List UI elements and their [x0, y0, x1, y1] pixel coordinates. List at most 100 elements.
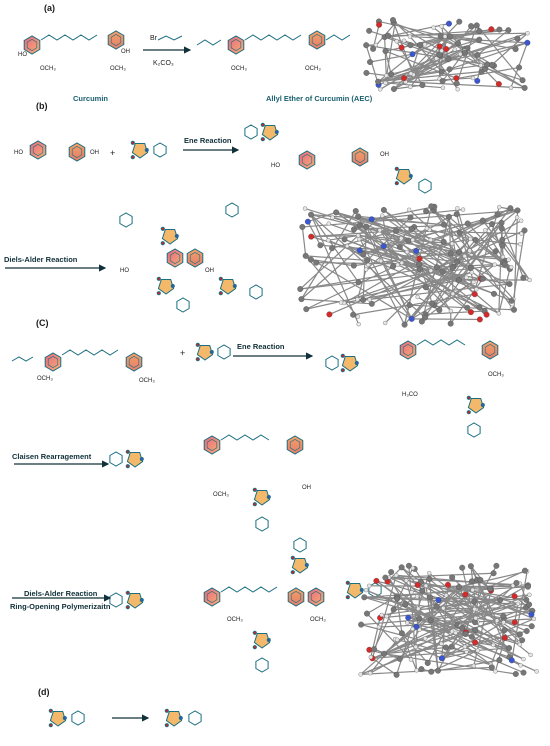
aec-allyl-right: [325, 34, 351, 41]
claisen-ring-1: [203, 435, 221, 455]
c-chain: [61, 349, 119, 356]
och3-label-a1: OCH₃: [40, 66, 56, 72]
phenyl-c9: [255, 657, 269, 673]
diels-alder-label-c: Diels-Alder Reaction: [24, 589, 98, 598]
diels-alder-label-b: Diels-Alder Reaction: [4, 255, 78, 264]
maleimide-c8: [346, 583, 364, 599]
allyl-bromide-chain: [157, 35, 183, 41]
plus-sign-c: +: [180, 348, 186, 358]
oh-label-a2: OH: [121, 49, 130, 55]
maleimide-b5: [157, 279, 175, 295]
rop-label: Ring-Opening Polymerizaitn: [10, 602, 111, 611]
maleimide-c4: [126, 452, 144, 468]
phenyl-c5: [255, 516, 269, 532]
c-product-chain: [416, 339, 466, 346]
panel-label-b: (b): [36, 101, 48, 111]
phenyl-d2: [188, 710, 202, 726]
poly-ring-3: [307, 587, 325, 607]
da-ring-b1: [166, 248, 184, 268]
curcumin-caption: Curcumin: [73, 94, 109, 103]
phenyl-c4: [109, 451, 123, 467]
oh-label-b2: OH: [380, 152, 389, 158]
och3-label-c1: OCH₃: [37, 376, 53, 382]
panel-label-c: (C): [36, 318, 49, 328]
maleimide-b2: [261, 125, 279, 141]
aec-ring-left: [227, 35, 245, 55]
monomer-ring-b2: [68, 142, 86, 162]
maleimide-c2: [341, 356, 359, 372]
poly-ring-2: [287, 587, 305, 607]
claisen-label: Claisen Rearragement: [12, 452, 92, 461]
product-ring-b2: [351, 147, 369, 167]
phenyl-b6: [176, 297, 190, 313]
maleimide-c1: [196, 345, 214, 361]
maleimide-b6: [219, 279, 237, 295]
base-label: K₂CO₃: [153, 60, 174, 67]
ene-reaction-label-c: Ene Reaction: [237, 342, 285, 351]
oh-label-c6: OH: [302, 485, 311, 491]
maleimide-c5: [253, 490, 271, 506]
och3-label-a2: OCH₃: [110, 66, 126, 72]
maleimide-b4: [161, 229, 179, 245]
och3-label-c7: OCH₃: [227, 617, 243, 623]
h3co-label-c3: H₃CO: [402, 392, 418, 398]
maleimide-c3: [467, 398, 485, 414]
phenyl-b7: [249, 284, 263, 300]
maleimide-b3: [395, 169, 413, 185]
da-ring-b2: [186, 248, 204, 268]
claisen-ring-2: [286, 435, 304, 455]
curcumin-ring-right: [107, 30, 125, 50]
c-product-ring-2: [481, 340, 499, 360]
ho-label-b: HO: [14, 150, 23, 156]
maleimide-b1: [131, 143, 149, 159]
maleimide-c7: [291, 558, 309, 574]
maleimide-c6: [126, 593, 144, 609]
phenyl-c3: [467, 422, 481, 438]
och3-label-c8: OCH₃: [310, 617, 326, 623]
claisen-chain: [220, 434, 270, 441]
c-ring-left: [44, 352, 62, 372]
poly-chain: [220, 586, 278, 593]
curcumin-chain: [40, 34, 98, 41]
oh-label-b3: OH: [205, 268, 214, 274]
c-allyl-left: [11, 356, 34, 362]
aec-chain: [244, 34, 302, 41]
oh-label-a1: HO: [18, 52, 27, 58]
och3-label-c5: OCH₃: [213, 492, 229, 498]
ho-label-b2: HO: [271, 163, 280, 169]
ho-label-b3: HO: [120, 268, 129, 274]
phenyl-c7: [293, 537, 307, 553]
phenyl-b2: [244, 124, 258, 140]
och3-label-a3: OCH₃: [231, 66, 247, 72]
product-ring-b1: [298, 150, 316, 170]
och3-label-c4: OCH₃: [488, 372, 504, 378]
phenyl-b5: [225, 202, 239, 218]
panel-label-a: (a): [44, 3, 55, 13]
phenyl-c1: [217, 344, 231, 360]
phenyl-c6: [109, 592, 123, 608]
panel-label-d: (d): [38, 687, 50, 697]
phenyl-b3: [418, 178, 432, 194]
c-product-ring-1: [399, 340, 417, 360]
polymer-3d-model: [358, 562, 539, 678]
och3-label-c2: OCH₃: [139, 378, 155, 384]
aec-ring-right: [308, 30, 326, 50]
oh-label-b: OH: [90, 150, 99, 156]
c-ring-right: [125, 352, 143, 372]
phenyl-d1: [71, 710, 85, 726]
da-3d-model-b: [297, 203, 532, 328]
maleimide-d2: [165, 711, 183, 727]
maleimide-c9: [253, 633, 271, 649]
aec-3d-model: [363, 17, 531, 92]
monomer-ring-b1: [29, 140, 47, 160]
aec-allyl-left: [196, 39, 222, 46]
curcumin-ring-left: [23, 35, 41, 55]
ene-reaction-label-b: Ene Reaction: [184, 136, 232, 145]
bromide-label: Br: [150, 35, 157, 42]
plus-sign-b: +: [110, 148, 116, 158]
poly-ring-1: [203, 587, 221, 607]
och3-label-a4: OCH₃: [305, 66, 321, 72]
phenyl-b4: [119, 212, 133, 228]
